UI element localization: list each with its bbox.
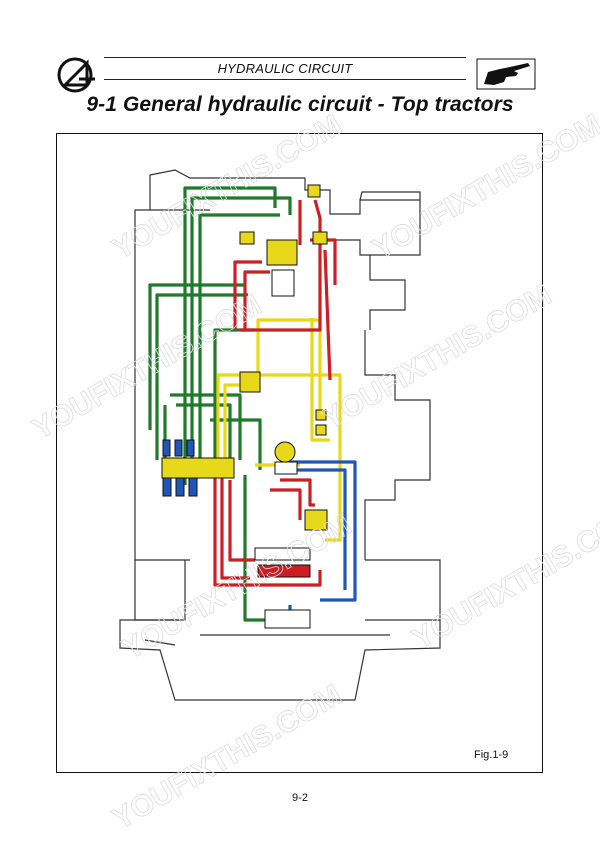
brand-logo-icon [57,57,95,93]
page-number: 9-2 [292,792,308,804]
page-title: 9-1 General hydraulic circuit - Top trac… [86,93,514,116]
header-rule-bottom [104,79,466,80]
pointing-hand-icon [476,58,536,90]
header-rule-top [104,57,466,58]
figure-frame [56,133,543,773]
figure-caption: Fig.1-9 [474,749,509,761]
section-label: HYDRAULIC CIRCUIT [217,61,353,76]
